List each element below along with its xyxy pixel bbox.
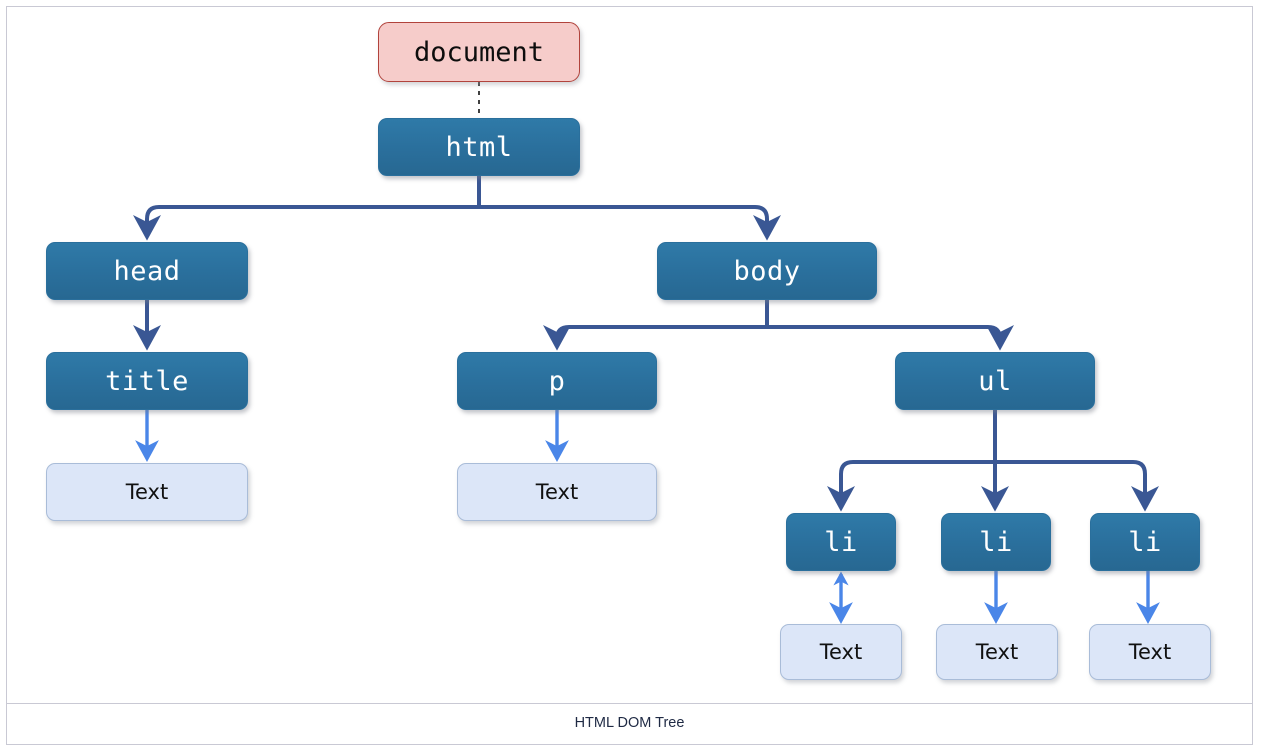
node-li-1-text[interactable]: Text (780, 624, 902, 680)
node-li-1-label: li (824, 526, 858, 558)
node-head[interactable]: head (46, 242, 248, 300)
node-title-label: title (105, 365, 189, 397)
node-document[interactable]: document (378, 22, 580, 82)
node-p-label: p (548, 365, 566, 397)
node-li-3[interactable]: li (1090, 513, 1200, 571)
node-body[interactable]: body (657, 242, 877, 300)
node-title-text-label: Text (125, 480, 169, 504)
node-li-3-text[interactable]: Text (1089, 624, 1211, 680)
node-p[interactable]: p (457, 352, 657, 410)
node-body-label: body (733, 255, 801, 287)
figure-caption: HTML DOM Tree (574, 715, 685, 731)
node-html-label: html (445, 131, 513, 163)
node-li-2-text-label: Text (975, 640, 1019, 664)
node-p-text-label: Text (535, 480, 579, 504)
node-title-text[interactable]: Text (46, 463, 248, 521)
node-li-3-label: li (1128, 526, 1162, 558)
node-li-3-text-label: Text (1128, 640, 1172, 664)
caption-divider (7, 703, 1252, 704)
node-html[interactable]: html (378, 118, 580, 176)
node-document-label: document (413, 36, 545, 68)
node-title[interactable]: title (46, 352, 248, 410)
node-ul-label: ul (978, 365, 1012, 397)
node-li-1[interactable]: li (786, 513, 896, 571)
node-li-1-text-label: Text (819, 640, 863, 664)
node-head-label: head (113, 255, 181, 287)
node-li-2[interactable]: li (941, 513, 1051, 571)
node-p-text[interactable]: Text (457, 463, 657, 521)
node-li-2-text[interactable]: Text (936, 624, 1058, 680)
node-li-2-label: li (979, 526, 1013, 558)
node-ul[interactable]: ul (895, 352, 1095, 410)
